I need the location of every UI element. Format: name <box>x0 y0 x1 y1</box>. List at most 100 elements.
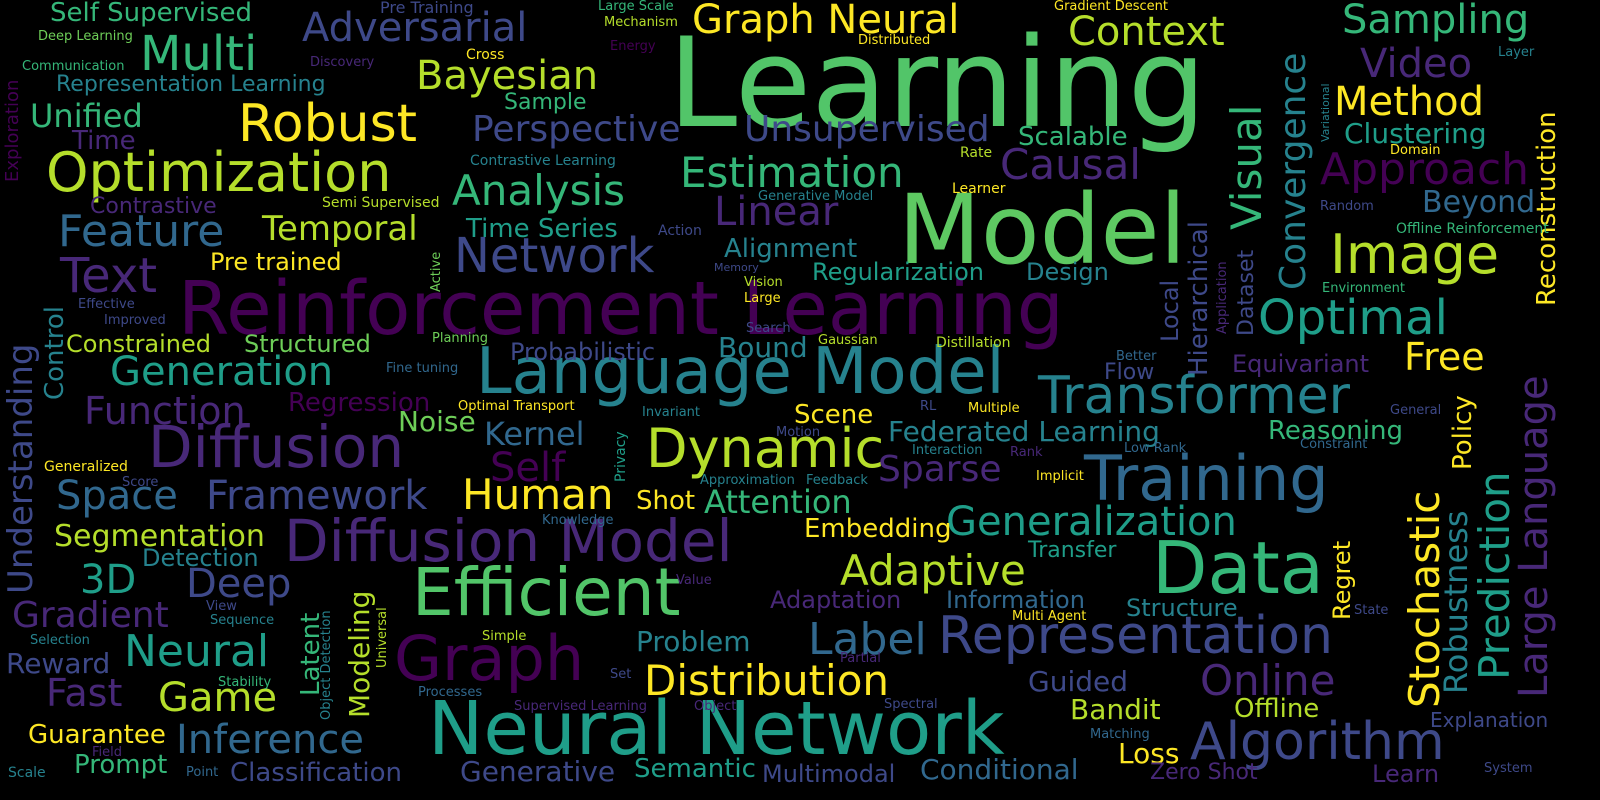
word: Problem <box>636 625 751 658</box>
word: Scene <box>794 400 874 430</box>
word: Game <box>158 675 278 721</box>
word: Convergence <box>1273 52 1314 290</box>
word: Online <box>1200 656 1336 705</box>
word: Reinforcement Learning <box>178 266 1064 352</box>
word: Representation Learning <box>56 72 326 97</box>
word: Causal <box>1000 140 1141 189</box>
word: Sample <box>504 90 587 115</box>
word: Application <box>1215 261 1230 334</box>
word: Feature <box>58 206 225 257</box>
word: Bound <box>718 331 808 364</box>
word: Federated Learning <box>888 415 1160 448</box>
word: Shot <box>636 486 696 516</box>
word: Linear <box>714 189 839 235</box>
word: Fine tuning <box>386 361 459 376</box>
word: Flow <box>1104 360 1155 385</box>
word: Method <box>1334 79 1485 125</box>
word: Robustness <box>1437 510 1475 695</box>
word: Effective <box>78 297 135 312</box>
word: Spectral <box>884 697 938 712</box>
word: Adaptive <box>840 546 1026 595</box>
word: Language Model <box>476 335 1005 409</box>
word: Diffusion <box>148 413 405 481</box>
word: Pre trained <box>210 248 342 276</box>
word: Fast <box>46 671 123 715</box>
word: Constraint <box>1300 437 1368 452</box>
word: Representation <box>938 606 1333 666</box>
word: Model <box>898 174 1187 286</box>
word: Learning <box>668 12 1207 156</box>
word: Variational <box>1319 83 1332 142</box>
word: Attention <box>704 483 852 521</box>
word: Approximation <box>700 473 795 488</box>
word: Partial <box>840 651 881 666</box>
word: Time <box>72 126 136 156</box>
word: Label <box>808 614 927 665</box>
word: Random <box>1320 199 1374 214</box>
word: Cross <box>466 47 505 63</box>
word: Sparse <box>878 449 1002 490</box>
word: Constrained <box>66 330 212 358</box>
word: Transfer <box>1028 538 1117 563</box>
word: Prediction <box>1470 471 1519 680</box>
word: Design <box>1026 258 1109 286</box>
word: Network <box>454 228 655 284</box>
word: Neural <box>124 626 270 677</box>
word: Implicit <box>1036 469 1084 484</box>
word: Pre Training <box>380 0 474 17</box>
word: Robust <box>238 94 418 154</box>
word: Universal <box>375 607 390 668</box>
word: Generalized <box>44 459 128 475</box>
word: Communication <box>22 59 125 74</box>
word: Point <box>186 765 219 780</box>
word: Scalable <box>1018 122 1128 152</box>
word: Dataset <box>1234 249 1259 336</box>
word: Self Supervised <box>50 0 252 28</box>
word: Graph Neural <box>692 0 960 43</box>
word: Offline <box>1234 694 1320 724</box>
word: Feedback <box>806 473 868 488</box>
word: Generation <box>110 349 334 395</box>
word: Adaptation <box>770 586 902 614</box>
word: Selection <box>30 633 90 648</box>
word: Local <box>1156 279 1184 342</box>
word: Simple <box>482 629 527 644</box>
word: Dynamic <box>646 417 885 480</box>
word: Value <box>676 573 712 588</box>
word: Exploration <box>2 79 23 182</box>
word: Deep Learning <box>38 29 133 44</box>
word: Large Language <box>1511 375 1557 698</box>
word: Human <box>462 470 614 519</box>
word: Action <box>658 223 702 239</box>
word: Embedding <box>804 514 952 544</box>
word: Contrastive <box>90 194 217 219</box>
word: Reward <box>6 647 111 680</box>
word: Field <box>92 745 123 760</box>
word: Reasoning <box>1268 416 1403 446</box>
word: Detection <box>142 544 259 572</box>
word: Supervised Learning <box>514 699 647 714</box>
word: Probabilistic <box>510 338 656 366</box>
word: Policy <box>1448 395 1478 470</box>
word: Rank <box>1010 445 1043 460</box>
word: Perspective <box>472 109 681 150</box>
word: Conditional <box>920 753 1079 786</box>
word: Alignment <box>724 234 858 264</box>
word: Unified <box>30 97 143 135</box>
word: Analysis <box>452 166 626 215</box>
word: Generalization <box>946 499 1237 545</box>
word: Environment <box>1322 281 1406 296</box>
word: Memory <box>714 261 759 274</box>
word: Multiple <box>968 401 1020 416</box>
word: Planning <box>432 331 488 346</box>
word: Approach <box>1320 144 1530 195</box>
word: RL <box>920 399 937 414</box>
word: Contrastive Learning <box>470 153 616 169</box>
word: Guarantee <box>28 720 166 750</box>
word: Discovery <box>310 55 375 70</box>
word: Rate <box>960 145 993 161</box>
word: Hierarchical <box>1184 221 1214 376</box>
word: Knowledge <box>542 513 614 528</box>
word: State <box>1354 603 1389 618</box>
word: Improved <box>104 313 166 328</box>
